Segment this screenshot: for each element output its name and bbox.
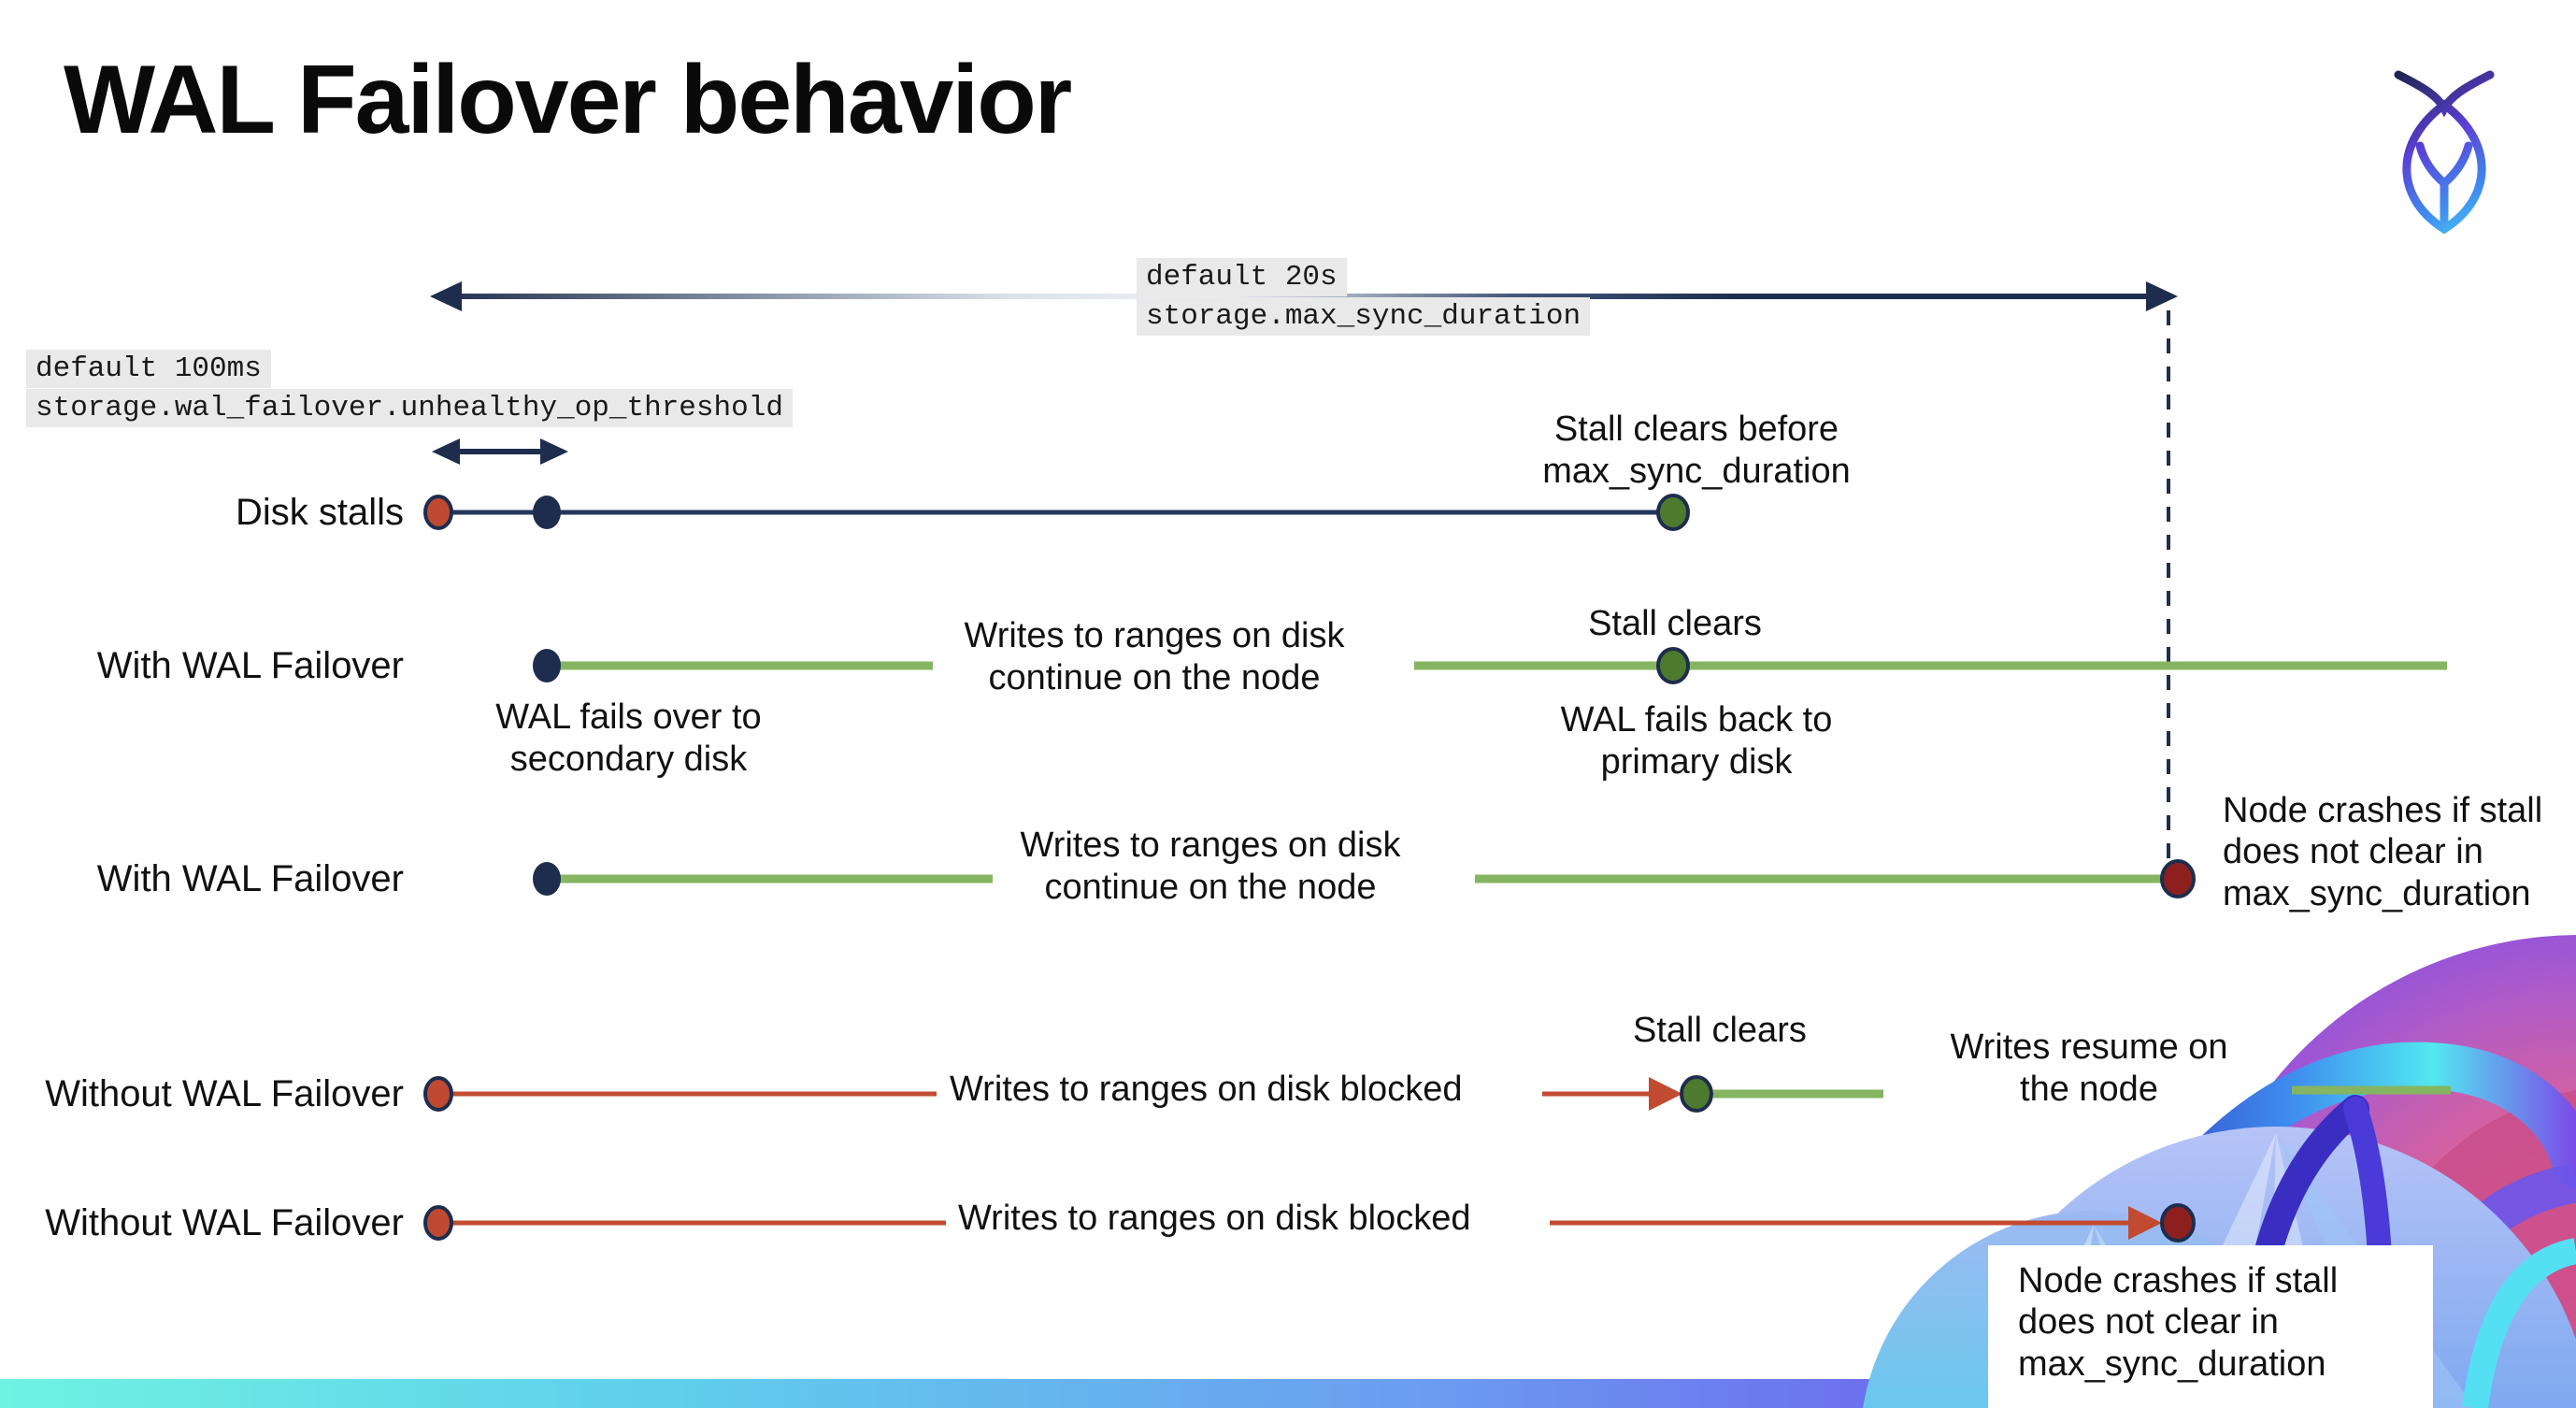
- timeline-with-failover-clears: [533, 647, 2447, 684]
- wal-fails-back-label: WAL fails back to primary disk: [1560, 700, 1833, 782]
- red-arrowhead: [2128, 1206, 2162, 1240]
- stall-clears-dot: [1680, 1075, 1713, 1113]
- node-crash-dot: [2160, 1203, 2196, 1243]
- cockroachdb-logo-icon: [2394, 70, 2495, 235]
- page-title: WAL Failover behavior: [64, 46, 1072, 154]
- writes-blocked-label-1: Writes to ranges on disk blocked: [950, 1070, 1463, 1109]
- row-label-without-failover-1: Without WAL Failover: [45, 1073, 404, 1114]
- writes-continue-label-1: Writes to ranges on disk continue on the…: [964, 616, 1345, 697]
- threshold-dot: [533, 496, 561, 529]
- max-sync-duration-arrow: [430, 281, 2178, 311]
- stall-start-dot: [423, 1205, 453, 1241]
- stall-clears-before-label: Stall clears before max_sync_duration: [1542, 409, 1851, 491]
- writes-blocked-label-2: Writes to ranges on disk blocked: [958, 1199, 1471, 1238]
- stall-clears-dot: [1656, 494, 1690, 531]
- timeline-without-failover-clears: [423, 1075, 2451, 1113]
- arrowhead-right: [2146, 281, 2178, 311]
- stall-clears-dot: [1656, 647, 1690, 684]
- node-crashes-label-2: Node crashes if stall does not clear in …: [2018, 1261, 2339, 1384]
- row-label-without-failover-2: Without WAL Failover: [45, 1202, 404, 1243]
- unhealthy-op-setting-label: storage.wal_failover.unhealthy_op_thresh…: [26, 389, 793, 427]
- timeline-without-failover-crash: [423, 1203, 2196, 1243]
- failover-dot: [533, 649, 561, 682]
- row-label-disk-stalls: Disk stalls: [235, 492, 404, 533]
- stall-clears-label-2: Stall clears: [1633, 1011, 1807, 1050]
- timeline-with-failover-crash: [533, 859, 2196, 898]
- failover-dot: [533, 862, 561, 896]
- wal-fails-over-label: WAL fails over to secondary disk: [495, 697, 762, 779]
- arrowhead-left: [430, 281, 462, 311]
- timeline-disk-stalls: [423, 494, 1690, 531]
- writes-continue-label-2: Writes to ranges on disk continue on the…: [1020, 826, 1401, 907]
- node-crash-dot: [2160, 859, 2196, 898]
- row-label-with-failover-2: With WAL Failover: [96, 858, 404, 899]
- unhealthy-op-threshold-arrow: [432, 438, 568, 465]
- node-crashes-callout-box: Node crashes if stall does not clear in …: [1988, 1245, 2433, 1408]
- node-crashes-label-1: Node crashes if stall does not clear in …: [2223, 791, 2543, 913]
- max-sync-setting-label: storage.max_sync_duration: [1137, 297, 1591, 336]
- stall-clears-label-1: Stall clears: [1588, 604, 1762, 643]
- stall-start-dot: [423, 495, 453, 530]
- max-sync-default-label: default 20s: [1137, 258, 1347, 296]
- unhealthy-op-default-label: default 100ms: [26, 350, 271, 388]
- stall-start-dot: [423, 1076, 453, 1112]
- red-arrowhead: [1649, 1077, 1682, 1111]
- row-label-with-failover-1: With WAL Failover: [96, 645, 404, 686]
- writes-resume-label: Writes resume on the node: [1950, 1027, 2228, 1109]
